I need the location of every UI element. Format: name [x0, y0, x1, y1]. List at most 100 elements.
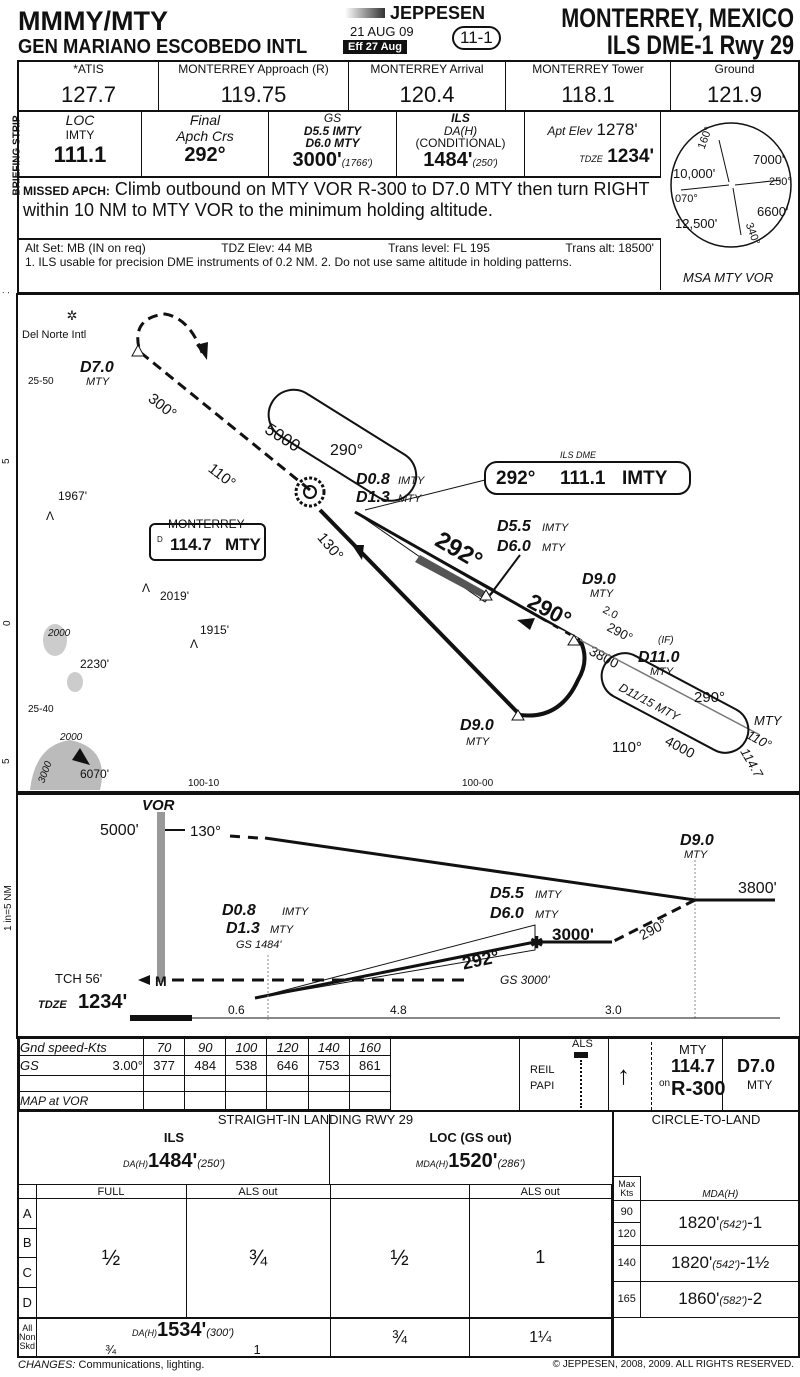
- fix-label: D9.0: [460, 717, 494, 734]
- nonskd-ils-full: ¾: [105, 1341, 117, 1357]
- profile-frame: [16, 793, 800, 1039]
- missed-fix: D7.0: [737, 1056, 776, 1076]
- mty-radial-label: MTY 110° 114.7: [737, 713, 782, 781]
- fix-triangle-icon: [511, 709, 525, 721]
- fix-ref: MTY: [466, 736, 490, 748]
- mda-header: MDA(H): [702, 1189, 739, 1200]
- comm-label: Ground: [714, 62, 755, 76]
- course-label: 110°: [205, 460, 239, 492]
- notes-text: 1. ILS usable for precision DME instrume…: [25, 255, 572, 269]
- fix-label: D6.0: [490, 905, 524, 922]
- missed-approach-track: [136, 312, 311, 492]
- glideslope-wedge: [254, 924, 536, 999]
- alt-set: Alt Set: MB (IN on req): [25, 241, 146, 255]
- course-label: 290°: [636, 915, 669, 943]
- circling-mda: 1820': [678, 1212, 720, 1232]
- speed-cell: 140: [307, 1038, 350, 1056]
- nonskd-da: 1534': [156, 1318, 207, 1341]
- leader-line: [489, 554, 521, 596]
- msa-altitude: 6600': [757, 204, 788, 219]
- reil-label: REIL: [530, 1064, 555, 1076]
- effective-date: Eff 27 Aug: [343, 40, 407, 54]
- non-scheduled-label: All Non Skd: [19, 1317, 37, 1358]
- lighting-box: ALS REIL PAPI: [519, 1038, 609, 1110]
- missed-arrow-icon: [196, 342, 208, 360]
- msa-title: MSA MTY VOR: [683, 270, 773, 285]
- vor-name: MONTERREY: [168, 517, 245, 531]
- leader-line: [364, 479, 486, 511]
- ils-dme-box: [484, 461, 691, 495]
- d7-fix-label: D7.0: [80, 359, 114, 376]
- missed-approach-text: MISSED APCH: Climb outbound on MTY VOR R…: [23, 180, 659, 220]
- distance-label: 4.8: [390, 1003, 407, 1017]
- msa-arrow-070: [680, 184, 730, 191]
- divider: [612, 1112, 614, 1358]
- map-arrow-icon: [138, 975, 150, 985]
- runway-icon: [130, 1015, 192, 1021]
- procedure-title: ILS DME-1 Rwy 29: [606, 30, 794, 60]
- loc-mda-height: (286'): [497, 1158, 526, 1170]
- comm-label: *ATIS: [73, 62, 104, 76]
- conditional-label: (CONDITIONAL): [415, 136, 506, 151]
- als-label: ALS: [572, 1038, 593, 1050]
- fix-label: D0.8: [222, 902, 256, 919]
- runway-lights-icon: [580, 1060, 582, 1108]
- missed-vor-freq: 114.7: [671, 1056, 716, 1076]
- obstacle-icon: Λ: [142, 581, 150, 595]
- kts-cell: 165: [614, 1280, 641, 1319]
- d7-fix-icon: [131, 343, 145, 357]
- map-label: MAP at VOR: [19, 1091, 144, 1110]
- loc-label: LOC: [65, 112, 95, 128]
- trans-level: Trans level: FL 195: [388, 241, 490, 255]
- longitude-label: 100-00: [462, 778, 494, 789]
- fix-ref: MTY: [535, 909, 559, 921]
- gs-fix: D6.0 MTY: [305, 136, 360, 151]
- holding-altitude: 4000: [663, 733, 698, 762]
- msa-altitude: 7000': [753, 152, 784, 167]
- gs-altitude: 3000': [292, 148, 342, 171]
- elevation-cell: Apt Elev 1278' TDZE 1234': [525, 112, 661, 178]
- gs-angle: 3.00°: [112, 1058, 143, 1073]
- distance-label: 3.0: [605, 1003, 622, 1017]
- airport-ident: MMMY/MTY: [18, 6, 168, 36]
- da-label: DA(H): [131, 1327, 157, 1338]
- gs-fix: D5.5 IMTY: [303, 123, 362, 138]
- fix-label: D6.0: [497, 538, 531, 555]
- gs-cell: GS D5.5 IMTY D6.0 MTY 3000'(1766'): [269, 112, 397, 178]
- fix-label: D11.0: [638, 649, 680, 666]
- localizer-hatch: [415, 555, 490, 600]
- speed-cell: 90: [184, 1038, 227, 1056]
- vor-marker-bar: [157, 812, 165, 982]
- fix-triangle-icon: [567, 634, 581, 646]
- tdze-value: 1234': [78, 991, 127, 1013]
- als-out-header: ALS out: [185, 1184, 331, 1199]
- da-cell: ILS DA(H) (CONDITIONAL) 1484'(250'): [397, 112, 525, 178]
- fix-ref: MTY: [270, 924, 294, 936]
- radial-ident: MTY: [754, 713, 783, 728]
- missed-fix-ref: MTY: [747, 1078, 773, 1092]
- comm-ground: Ground 121.9: [671, 62, 798, 110]
- papi-label: PAPI: [530, 1080, 555, 1092]
- circling-vis: -2: [747, 1289, 763, 1309]
- gs-label: GS: [20, 1058, 39, 1073]
- del-norte-label: Del Norte Intl: [22, 329, 86, 341]
- plan-ticks: 10 5 0 5 25-50 25-40 100-10 100-00: [1, 292, 494, 789]
- terrain-elev: 1967': [58, 489, 87, 503]
- fix-ref: MTY: [684, 849, 708, 861]
- divider: [651, 1042, 652, 1110]
- comm-freq: 121.9: [706, 82, 763, 107]
- jeppesen-logo: JEPPESEN: [390, 3, 486, 23]
- fix-label: D5.5: [497, 518, 532, 535]
- final-course-cell: Final Apch Crs 292°: [142, 112, 269, 178]
- scale-label: 1 in=5 NM: [3, 885, 14, 931]
- fix-label: D9.0: [582, 571, 616, 588]
- fix-label: D9.0: [680, 832, 714, 849]
- holding-altitude: 5000: [262, 419, 304, 455]
- divider: [722, 1038, 723, 1110]
- loc-ident: IMTY: [65, 128, 95, 142]
- msa-bearing: 340°: [743, 221, 762, 246]
- msa-arrow-250: [734, 179, 782, 186]
